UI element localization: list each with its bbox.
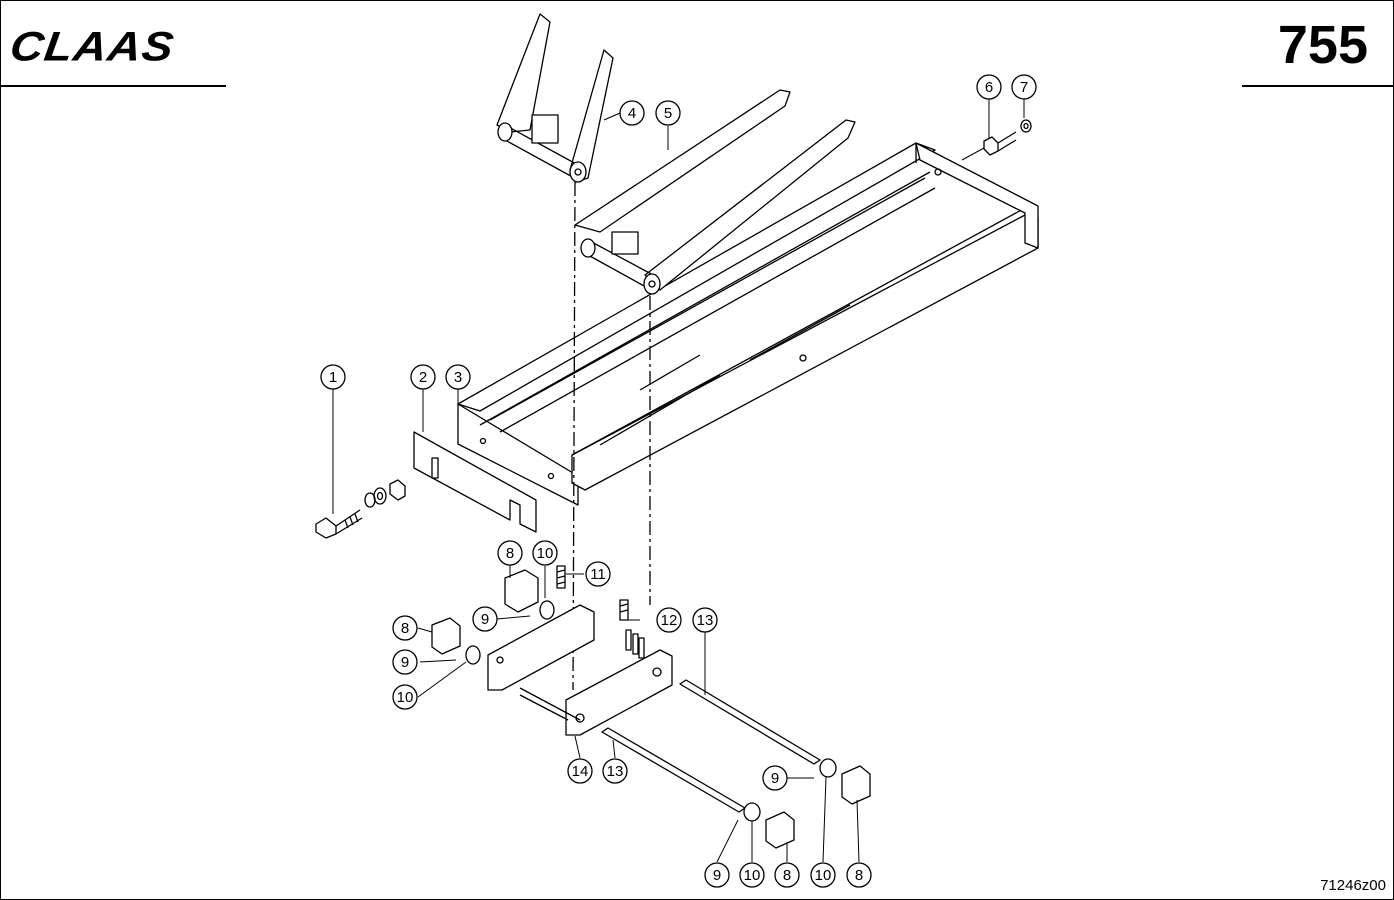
callout-12: 12 [656, 607, 682, 633]
callout-6: 6 [976, 74, 1002, 100]
shim-plate [413, 431, 537, 533]
header-rule-right [1242, 85, 1394, 87]
callouts: 1 2 3 4 5 6 7 8 10 11 8 9 9 12 13 10 14 … [320, 74, 1037, 888]
svg-text:5: 5 [664, 105, 672, 122]
page-number: 755 [1277, 15, 1368, 75]
callout-10: 10 [532, 540, 558, 566]
callout-8: 8 [774, 862, 800, 888]
svg-text:8: 8 [506, 545, 514, 562]
svg-text:8: 8 [401, 620, 409, 637]
blocks-8 [431, 569, 871, 849]
leader-lines [332, 99, 1025, 863]
svg-text:10: 10 [397, 689, 414, 706]
svg-text:13: 13 [697, 612, 714, 629]
callout-7: 7 [1011, 74, 1037, 100]
callout-8: 8 [497, 540, 523, 566]
svg-text:10: 10 [537, 545, 554, 562]
callout-3: 3 [445, 364, 471, 390]
callout-10: 10 [392, 684, 418, 710]
bushings-10 [465, 600, 837, 822]
svg-text:9: 9 [401, 654, 409, 671]
callout-2: 2 [410, 364, 436, 390]
bolt-6-washer-7 [983, 119, 1032, 156]
callout-9: 9 [704, 862, 730, 888]
main-frame [457, 142, 1039, 506]
svg-text:7: 7 [1020, 79, 1028, 96]
callout-13: 13 [692, 607, 718, 633]
callout-13: 13 [602, 758, 628, 784]
svg-text:8: 8 [783, 867, 791, 884]
svg-text:13: 13 [607, 763, 624, 780]
callout-4: 4 [619, 100, 645, 126]
svg-text:1: 1 [329, 369, 337, 386]
svg-text:12: 12 [661, 612, 678, 629]
callout-8: 8 [392, 615, 418, 641]
callout-5: 5 [655, 100, 681, 126]
callout-10: 10 [739, 862, 765, 888]
svg-text:10: 10 [744, 867, 761, 884]
callout-1: 1 [320, 364, 346, 390]
svg-text:14: 14 [572, 763, 589, 780]
springs [556, 565, 645, 659]
svg-text:9: 9 [771, 770, 779, 787]
callout-10: 10 [810, 862, 836, 888]
svg-text:3: 3 [454, 369, 462, 386]
callout-14: 14 [567, 758, 593, 784]
svg-text:9: 9 [713, 867, 721, 884]
svg-text:2: 2 [419, 369, 427, 386]
svg-text:8: 8 [855, 867, 863, 884]
header-rule-left [0, 85, 226, 87]
svg-text:9: 9 [481, 611, 489, 628]
svg-text:6: 6 [985, 79, 993, 96]
lift-arm-5 [574, 89, 856, 295]
callout-9: 9 [392, 649, 418, 675]
bracket-14 [487, 604, 673, 736]
svg-text:11: 11 [590, 566, 606, 583]
callout-9: 9 [472, 606, 498, 632]
alignment-lines [572, 181, 651, 691]
lift-arm-4 [496, 13, 614, 183]
callout-8: 8 [846, 862, 872, 888]
callout-11: 11 [585, 561, 611, 587]
drawing-code: 71246z00 [1320, 877, 1386, 894]
svg-text:4: 4 [628, 105, 636, 122]
svg-text:10: 10 [815, 867, 832, 884]
callout-9: 9 [762, 765, 788, 791]
bolt-assembly [315, 479, 406, 539]
